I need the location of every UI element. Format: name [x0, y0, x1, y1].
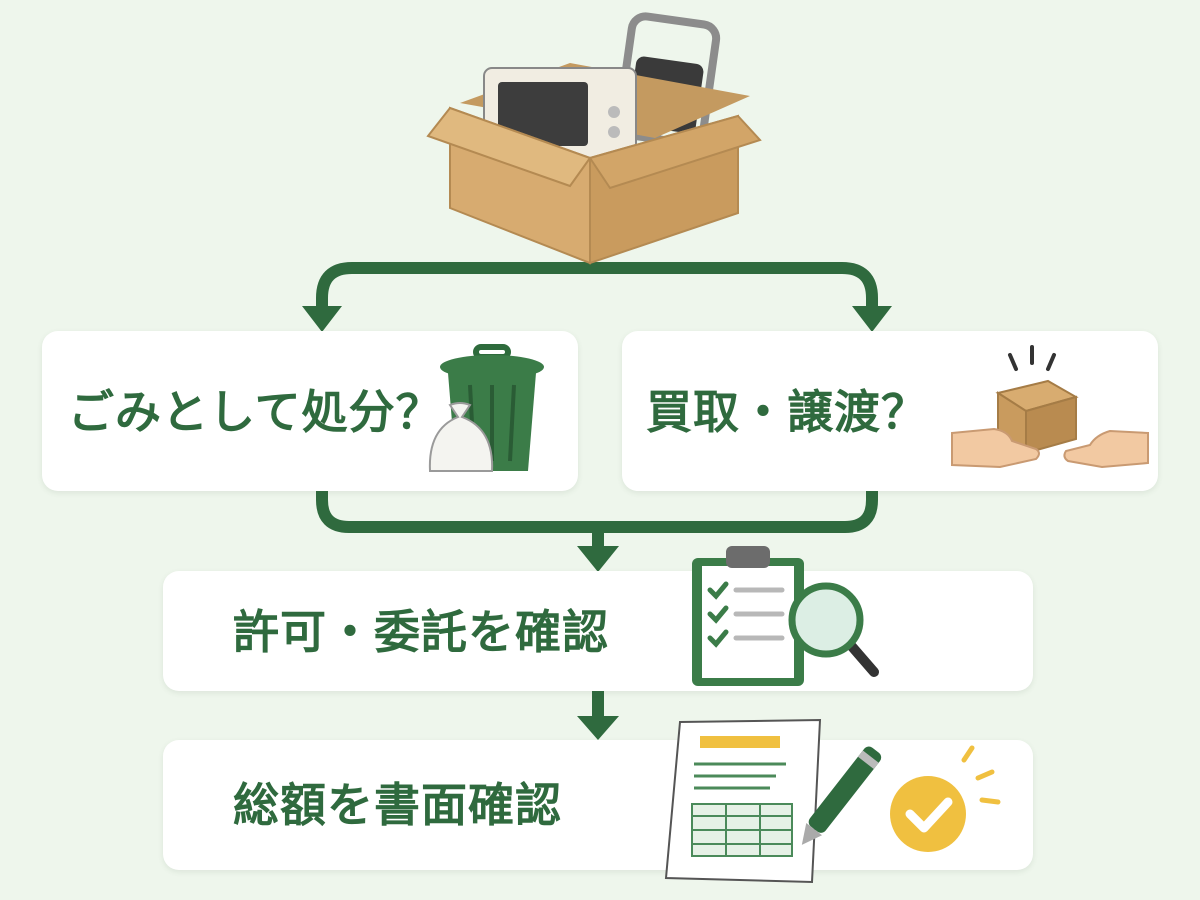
arrowhead-permit: [577, 546, 619, 572]
total-label: 総額を書面確認: [233, 778, 562, 832]
dispose-card: ごみとして処分？: [42, 331, 578, 491]
check-badge-icon: [890, 745, 1001, 852]
permit-label: 許可・委託を確認: [233, 605, 609, 659]
dispose-label: ごみとして処分？: [68, 385, 443, 439]
arrowhead-total: [577, 716, 619, 740]
arrowhead-left: [302, 306, 342, 332]
buyback-label: 買取・譲渡？: [646, 385, 928, 439]
box-with-appliances-icon: [426, 12, 762, 265]
split-connector: [316, 262, 878, 308]
buyback-card: 買取・譲渡？: [622, 331, 1158, 491]
merge-connector: [316, 491, 878, 533]
clipboard-checklist-icon: [692, 546, 879, 686]
total-card: 総額を書面確認: [163, 740, 1033, 870]
pen-icon: [801, 746, 882, 845]
garbage-bag-icon: [428, 402, 494, 472]
magnifier-icon: [788, 582, 879, 677]
package-handover-icon: [951, 345, 1149, 469]
permit-card: 許可・委託を確認: [163, 571, 1033, 691]
trash-can-icon: [428, 344, 544, 472]
arrowhead-right: [852, 306, 892, 332]
document-pen-check-icon: [664, 718, 1001, 884]
